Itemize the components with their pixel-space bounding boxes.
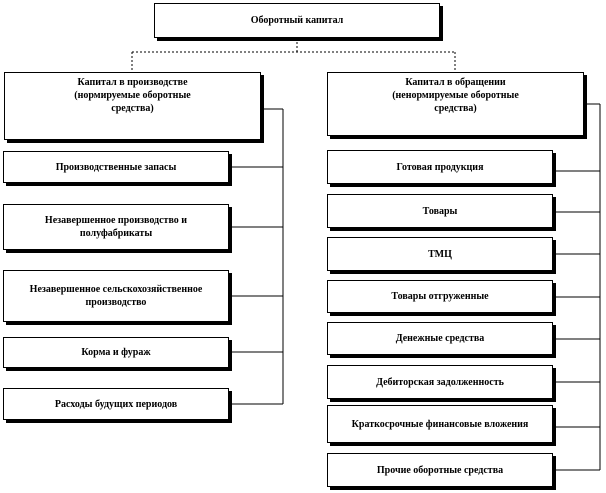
right-item-label: Прочие оборотные средства [376,464,504,476]
right-item-2: Товары [327,194,553,228]
root-node: Оборотный капитал [154,3,440,38]
right-item-label: Краткосрочные финансовые вложения [351,418,529,430]
left-item-label: Расходы будущих периодов [54,398,178,410]
left-item-1: Производственные запасы [3,151,229,183]
right-item-6: Дебиторская задолженность [327,365,553,399]
right-item-4: Товары отгруженные [327,280,553,313]
root-label: Оборотный капитал [250,15,344,26]
right-item-3: ТМЦ [327,237,553,271]
left-item-label: Производственные запасы [55,161,177,173]
left-item-label: Незавершенное производство и полуфабрика… [44,215,188,239]
right-item-label: Дебиторская задолженность [376,376,504,388]
left-item-label: Корма и фураж [81,347,151,358]
right-item-label: Готовая продукция [396,161,484,173]
right-item-5: Денежные средства [327,322,553,355]
left-item-3: Незавершенное сельскохозяйственное произ… [3,270,229,322]
right-item-8: Прочие оборотные средства [327,453,553,487]
right-item-7: Краткосрочные финансовые вложения [327,405,553,443]
left-group-header-label: Капитал в производстве (нормируемые обор… [74,77,191,114]
right-group-header-label: Капитал в обращении (ненормируемые оборо… [392,77,519,114]
right-item-1: Готовая продукция [327,150,553,184]
left-item-5: Расходы будущих периодов [3,388,229,420]
left-group-header: Капитал в производстве (нормируемые обор… [4,72,261,140]
left-item-label: Незавершенное сельскохозяйственное произ… [29,284,203,308]
left-item-4: Корма и фураж [3,337,229,368]
right-item-label: Денежные средства [395,333,485,344]
right-group-header: Капитал в обращении (ненормируемые оборо… [327,72,584,136]
left-item-2: Незавершенное производство и полуфабрика… [3,204,229,250]
right-item-label: Товары отгруженные [391,291,489,302]
right-item-label: Товары [422,205,458,217]
right-item-label: ТМЦ [428,248,452,260]
